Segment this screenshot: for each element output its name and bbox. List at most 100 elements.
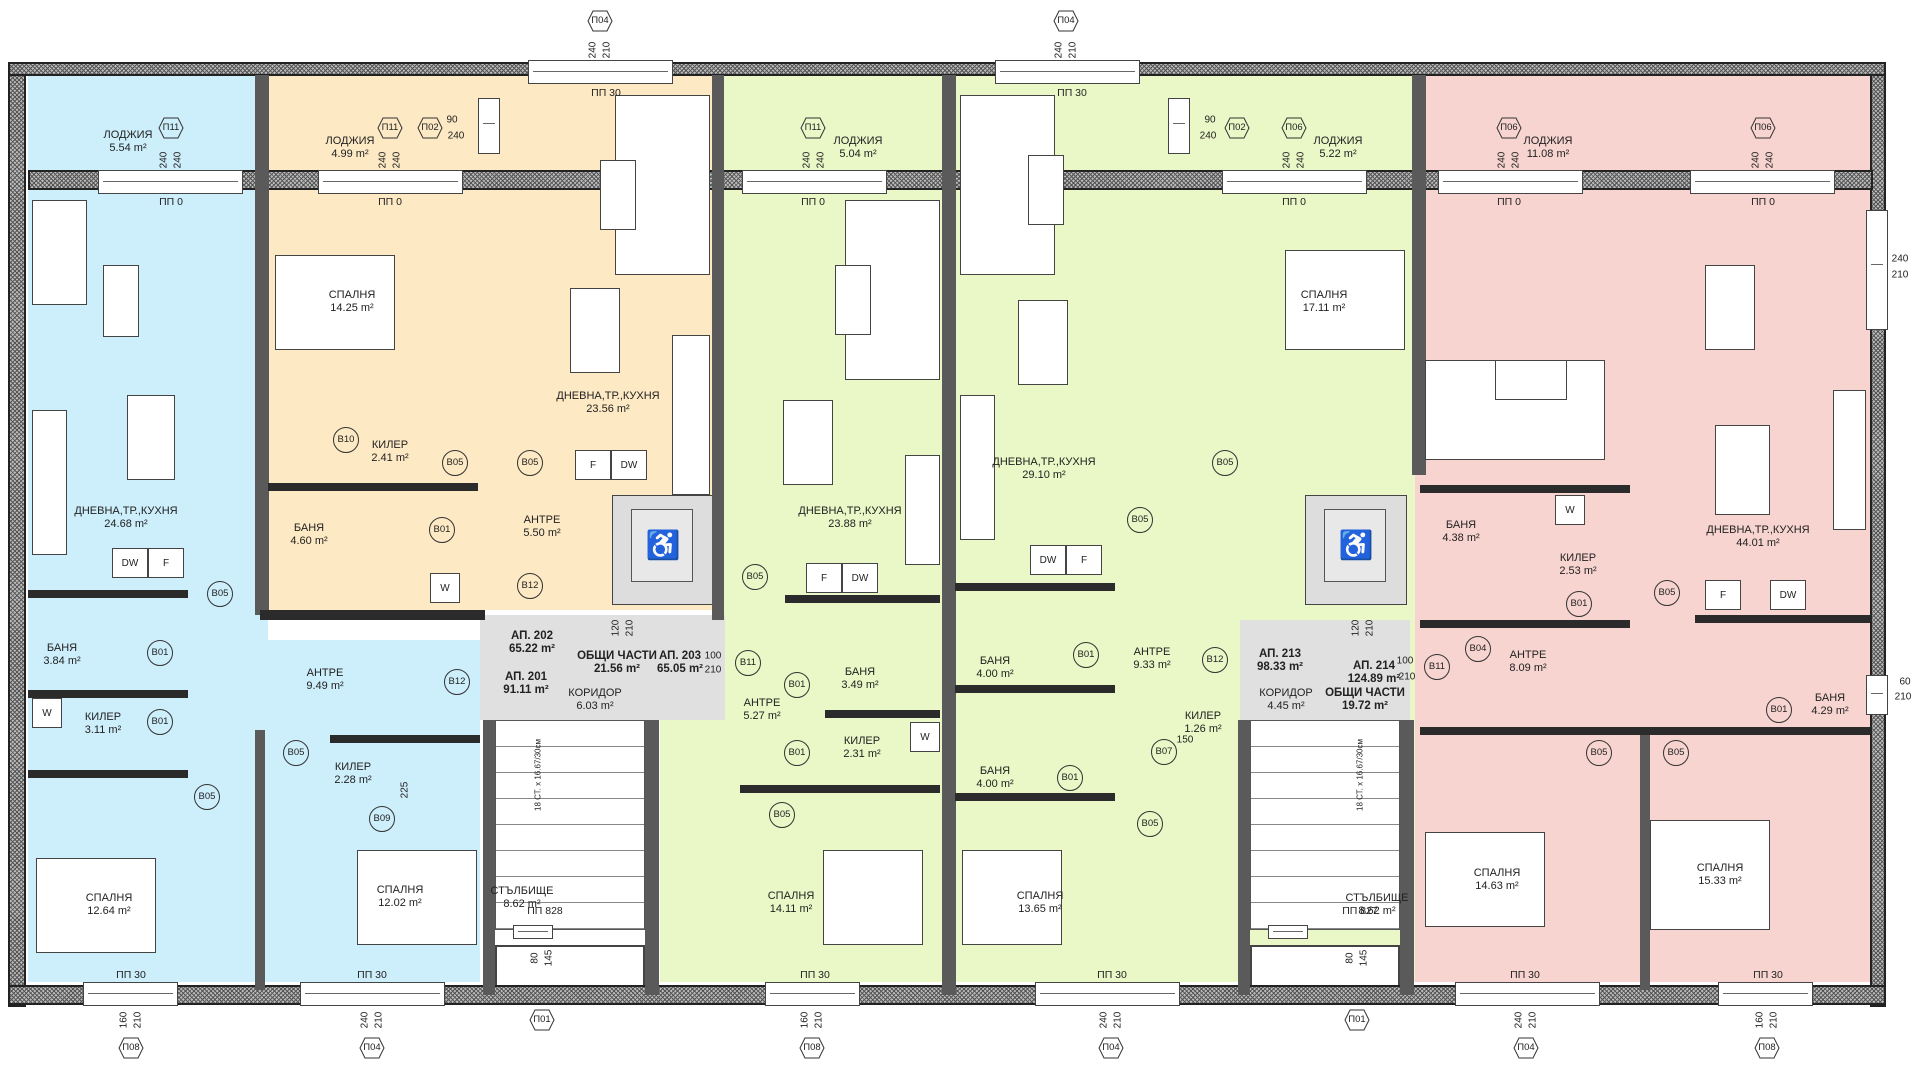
common-area-1-fill [480, 615, 725, 720]
sill-height-label: ПП 0 [159, 196, 183, 208]
wall-202-203 [712, 75, 724, 620]
bed-201a [36, 858, 156, 953]
dimension-label: 210 [704, 664, 722, 676]
window-stair-1 [513, 925, 553, 939]
window-side-213 [1168, 98, 1190, 154]
dimension-label: 210 [132, 1011, 144, 1029]
washer-201: W [32, 698, 62, 728]
loggia-door-201 [98, 170, 243, 194]
dimension-label: 240 [1513, 1011, 1525, 1029]
sill-height-label: ПП 0 [378, 196, 402, 208]
outer-wall-top-left [8, 62, 26, 1007]
window-tag-hexagon: П04 [1053, 10, 1079, 32]
fridge-214: F [1705, 580, 1741, 610]
wall-213-bath2 [955, 685, 1115, 693]
wall-202-corridor [260, 610, 485, 620]
window-right-214 [1866, 210, 1888, 330]
wall-stair-1-left [483, 720, 495, 995]
sill-height-label: ПП 827 [1342, 905, 1378, 917]
door-tag-circle: В05 [194, 784, 220, 810]
loggia-door-214b [1690, 170, 1835, 194]
window-tag-hexagon: П06 [1496, 117, 1522, 139]
dishwasher-202: DW [611, 450, 647, 480]
window-stair-2 [1268, 925, 1308, 939]
wall-stair-2-right [1400, 720, 1414, 995]
dimension-label: 240 [1496, 151, 1508, 169]
washer-203: W [910, 722, 940, 752]
door-tag-circle: В09 [369, 806, 395, 832]
window-bottom-201a [83, 982, 178, 1006]
wall-201-klr [330, 735, 480, 743]
window-tag-hexagon: П04 [1513, 1037, 1539, 1059]
fridge-203: F [806, 563, 842, 593]
dimension-label: 240 [1764, 151, 1776, 169]
dimension-label: 240 [377, 151, 389, 169]
door-tag-circle: В05 [207, 581, 233, 607]
wall-201-storage [28, 690, 188, 698]
wall-214-bedrooms [1640, 730, 1650, 990]
wall-213-214 [1412, 75, 1426, 475]
window-tag-hexagon: П04 [1098, 1037, 1124, 1059]
dimension-label: 210 [624, 619, 636, 637]
bed-214b [1650, 820, 1770, 930]
window-right-214-bath [1866, 675, 1888, 715]
elevator-2: ♿ [1305, 495, 1407, 605]
door-tag-circle: В05 [442, 450, 468, 476]
loggia-door-213 [1222, 170, 1367, 194]
door-tag-circle: В05 [769, 802, 795, 828]
wall-201-bath [28, 590, 188, 598]
dimension-label: 240 [1750, 151, 1762, 169]
door-tag-circle: В05 [283, 740, 309, 766]
dimension-label: 225 [399, 781, 411, 799]
door-tag-circle: В01 [1073, 642, 1099, 668]
dimension-label: 240 [359, 1011, 371, 1029]
kitchen-counter-214 [1833, 390, 1866, 530]
sill-height-label: ПП 30 [357, 969, 387, 981]
dimension-label: 160 [118, 1011, 130, 1029]
wheelchair-icon: ♿ [645, 529, 681, 561]
sill-height-label: ПП 828 [527, 905, 563, 917]
staircase-2 [1250, 720, 1400, 930]
window-top-213 [995, 60, 1140, 84]
outer-wall-right [1870, 62, 1886, 1007]
dining-table-214 [1705, 265, 1755, 350]
dishwasher-213: DW [1030, 545, 1066, 575]
dimension-label: 240 [447, 130, 465, 142]
door-tag-circle: В05 [1212, 450, 1238, 476]
window-tag-hexagon: П01 [529, 1009, 555, 1031]
door-tag-circle: В12 [517, 573, 543, 599]
wall-201-storage2 [28, 770, 188, 778]
window-tag-hexagon: П04 [359, 1037, 385, 1059]
wall-214-bath-bottom [1420, 620, 1630, 628]
door-tag-circle: В01 [1057, 765, 1083, 791]
door-tag-circle: В07 [1151, 739, 1177, 765]
dimension-label: 240 [1281, 151, 1293, 169]
dishwasher-201: DW [112, 548, 148, 578]
dimension-label: 240 [815, 151, 827, 169]
kitchen-counter-203 [905, 455, 940, 565]
kitchen-island-214 [1715, 425, 1770, 515]
wall-213-bath1 [955, 583, 1115, 591]
